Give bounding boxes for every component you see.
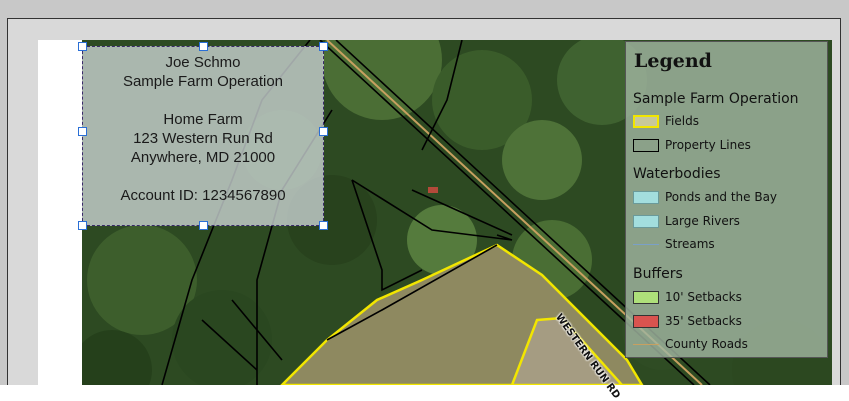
setback-10-swatch — [633, 291, 659, 304]
fields-swatch — [633, 115, 659, 128]
field-polygon-2[interactable] — [510, 316, 624, 385]
account-info-box[interactable]: Joe Schmo Sample Farm Operation Home Far… — [78, 42, 328, 230]
building — [428, 187, 438, 193]
streams-swatch — [633, 244, 659, 245]
resize-handle-bottom-left[interactable] — [78, 221, 87, 230]
tree-canopy — [82, 40, 832, 385]
legend-item-label: Ponds and the Bay — [665, 190, 778, 204]
info-city: Anywhere, MD 21000 — [130, 149, 276, 166]
info-spacer — [83, 91, 323, 110]
county-roads-swatch — [633, 344, 659, 345]
info-owner-name: Joe Schmo — [165, 54, 241, 71]
info-operation-name: Sample Farm Operation — [122, 73, 284, 90]
rivers-swatch — [633, 215, 659, 228]
resize-handle-right[interactable] — [319, 127, 328, 136]
legend-group-waterbodies: Waterbodies — [633, 166, 721, 182]
info-farm-name: Home Farm — [163, 111, 243, 128]
ponds-swatch — [633, 191, 659, 204]
legend-title: Legend — [634, 50, 712, 72]
setback-35-swatch — [633, 315, 659, 328]
resize-handle-bottom-right[interactable] — [319, 221, 328, 230]
legend-item-label: Fields — [665, 114, 699, 128]
info-street: 123 Western Run Rd — [133, 130, 273, 147]
legend-group-buffers: Buffers — [633, 266, 683, 282]
property-lines-swatch — [633, 139, 659, 152]
legend-item-label: Large Rivers — [665, 214, 740, 228]
info-account-id: Account ID: 1234567890 — [120, 187, 286, 204]
resize-handle-top-right[interactable] — [319, 42, 328, 51]
info-spacer — [83, 167, 323, 186]
resize-handle-top-left[interactable] — [78, 42, 87, 51]
legend-item-label: 35' Setbacks — [665, 314, 742, 328]
legend-item-label: Streams — [665, 237, 715, 251]
resize-handle-left[interactable] — [78, 127, 87, 136]
resize-handle-bottom[interactable] — [199, 221, 208, 230]
legend-group-farm: Sample Farm Operation — [633, 91, 799, 107]
legend-item-label: County Roads — [665, 337, 748, 351]
map-legend[interactable]: Legend Sample Farm Operation Fields Prop… — [625, 41, 828, 358]
legend-item-label: Property Lines — [665, 138, 751, 152]
legend-item-label: 10' Setbacks — [665, 290, 742, 304]
resize-handle-top[interactable] — [199, 42, 208, 51]
